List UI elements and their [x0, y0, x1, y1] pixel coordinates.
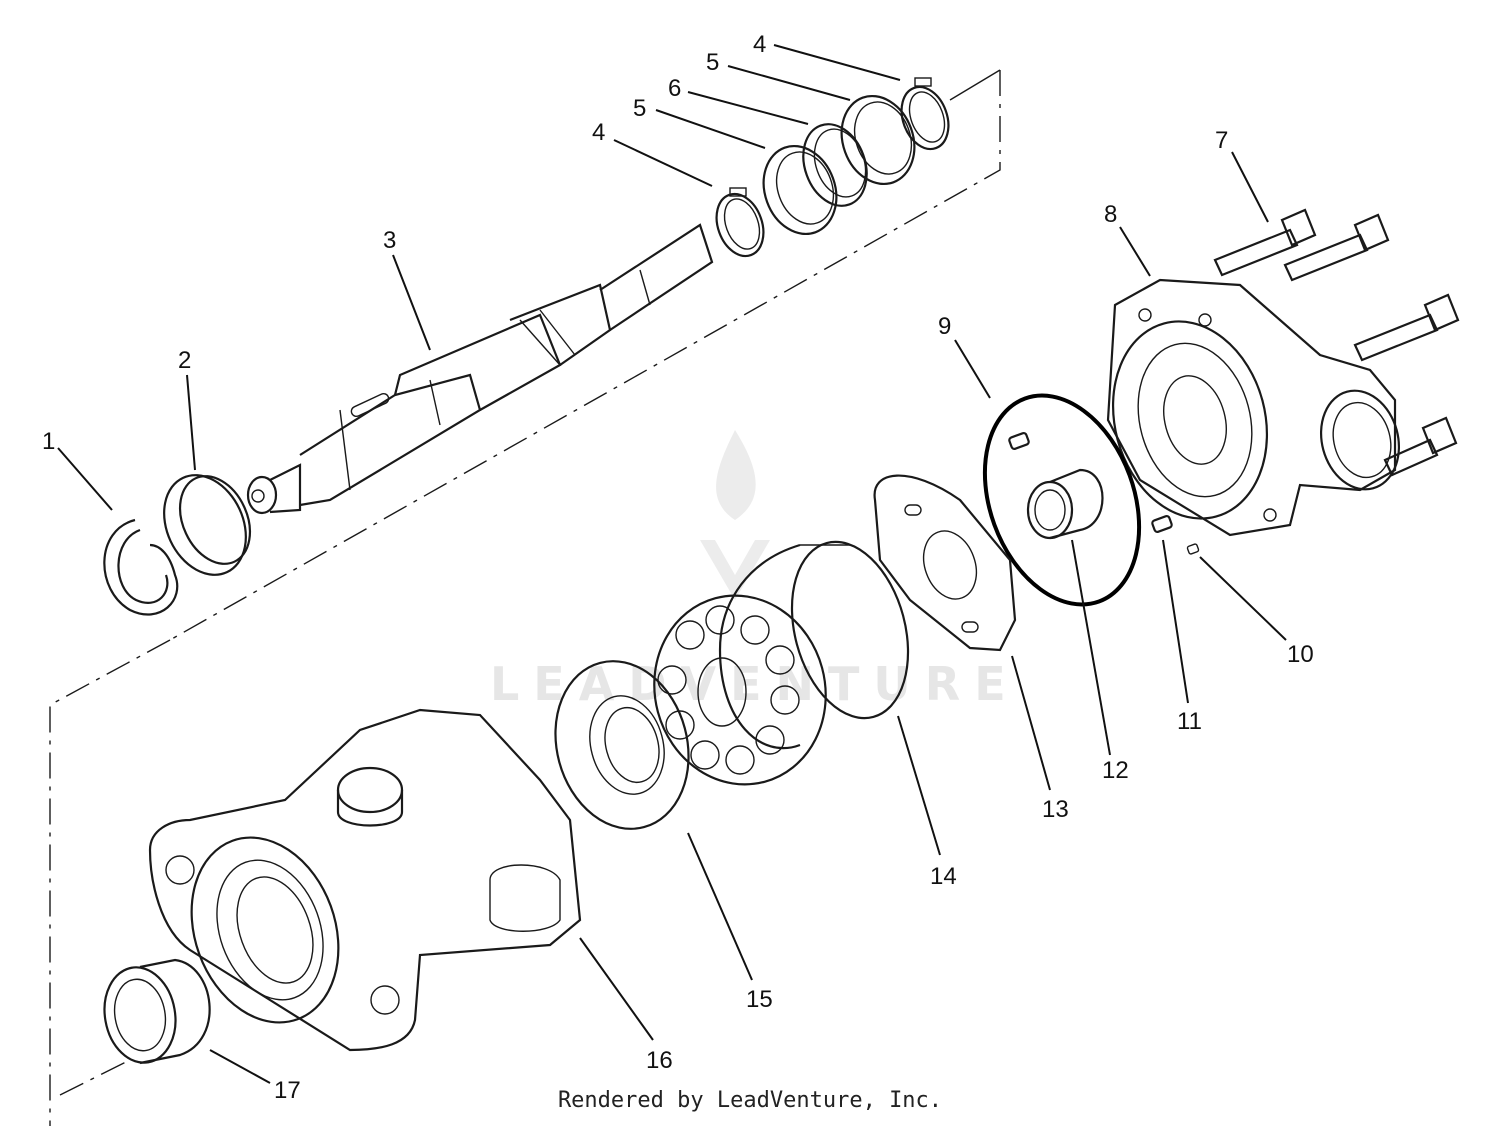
front-bearing: [103, 958, 211, 1065]
callout-4a: 4: [592, 119, 605, 146]
callout-9: 9: [938, 313, 951, 340]
callout-4b: 4: [753, 31, 766, 58]
needle-bearing: [1026, 468, 1104, 540]
callout-3: 3: [383, 227, 396, 254]
callout-10: 10: [1287, 641, 1314, 668]
motor-housing: [148, 708, 582, 1052]
assembly-axis-lines: [49, 69, 1001, 1126]
callout-17: 17: [274, 1077, 301, 1104]
end-cover: [1106, 278, 1401, 537]
callout-2: 2: [178, 347, 191, 374]
watermark-text: LEADVENTURE: [490, 657, 1020, 711]
snap-ring-a: [715, 187, 765, 258]
drive-shaft: [246, 223, 714, 515]
callout-5b: 5: [706, 49, 719, 76]
watermark: LEADVENTURE: [490, 430, 1020, 711]
footer-credit: Rendered by LeadVenture, Inc.: [557, 1088, 943, 1113]
callout-14: 14: [930, 863, 957, 890]
o-ring: [982, 393, 1142, 607]
snap-ring-b: [900, 77, 950, 151]
cap-screws: [1213, 208, 1460, 477]
leader-lines: [57, 44, 1287, 1084]
callout-1: 1: [42, 428, 55, 455]
piston-assembly: [653, 594, 827, 786]
thrust-washer-b: [840, 94, 916, 186]
callout-8: 8: [1104, 201, 1117, 228]
bearing-sleeve: [163, 474, 252, 576]
dowel-pins: [1008, 432, 1200, 555]
swash-plate: [554, 660, 690, 830]
valve-plate: [873, 474, 1017, 652]
callout-16: 16: [646, 1047, 673, 1074]
callout-6: 6: [668, 75, 681, 102]
callout-7: 7: [1215, 127, 1228, 154]
callout-5a: 5: [633, 95, 646, 122]
callout-12: 12: [1102, 757, 1129, 784]
thrust-washer-a: [762, 144, 838, 236]
bearing-race: [802, 123, 868, 207]
callout-11: 11: [1177, 708, 1202, 735]
retaining-ring: [103, 518, 179, 616]
callout-13: 13: [1042, 796, 1069, 823]
cylinder-block: [718, 540, 910, 750]
callout-labels: 1 2 3 4 5 6 5 4 7 8 9 10 11 12 13 14 15 …: [42, 31, 1314, 1104]
callout-15: 15: [746, 986, 773, 1013]
